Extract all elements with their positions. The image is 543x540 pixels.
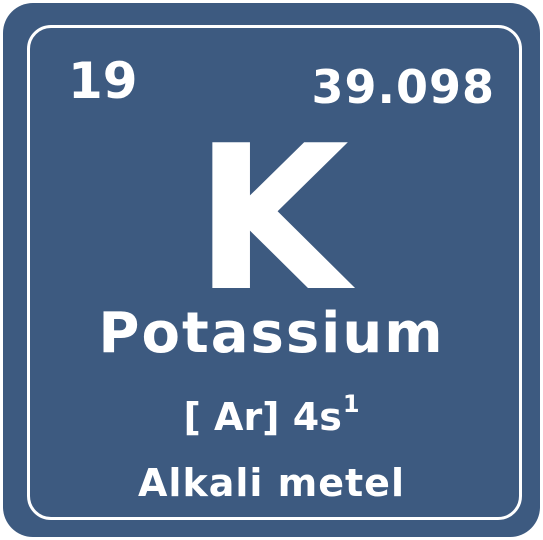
element-name: Potassium <box>98 301 445 366</box>
electron-configuration-superscript: 1 <box>342 390 360 418</box>
electron-configuration-base: [ Ar] 4s <box>183 395 342 439</box>
electron-configuration: [ Ar] 4s1 <box>0 392 543 436</box>
atomic-mass: 39.098 <box>311 60 495 114</box>
atomic-number: 19 <box>68 52 138 110</box>
element-category: Alkali metel <box>138 461 405 505</box>
element-symbol: K <box>194 103 349 336</box>
tile-inner-border <box>27 25 522 520</box>
element-tile <box>3 3 540 537</box>
